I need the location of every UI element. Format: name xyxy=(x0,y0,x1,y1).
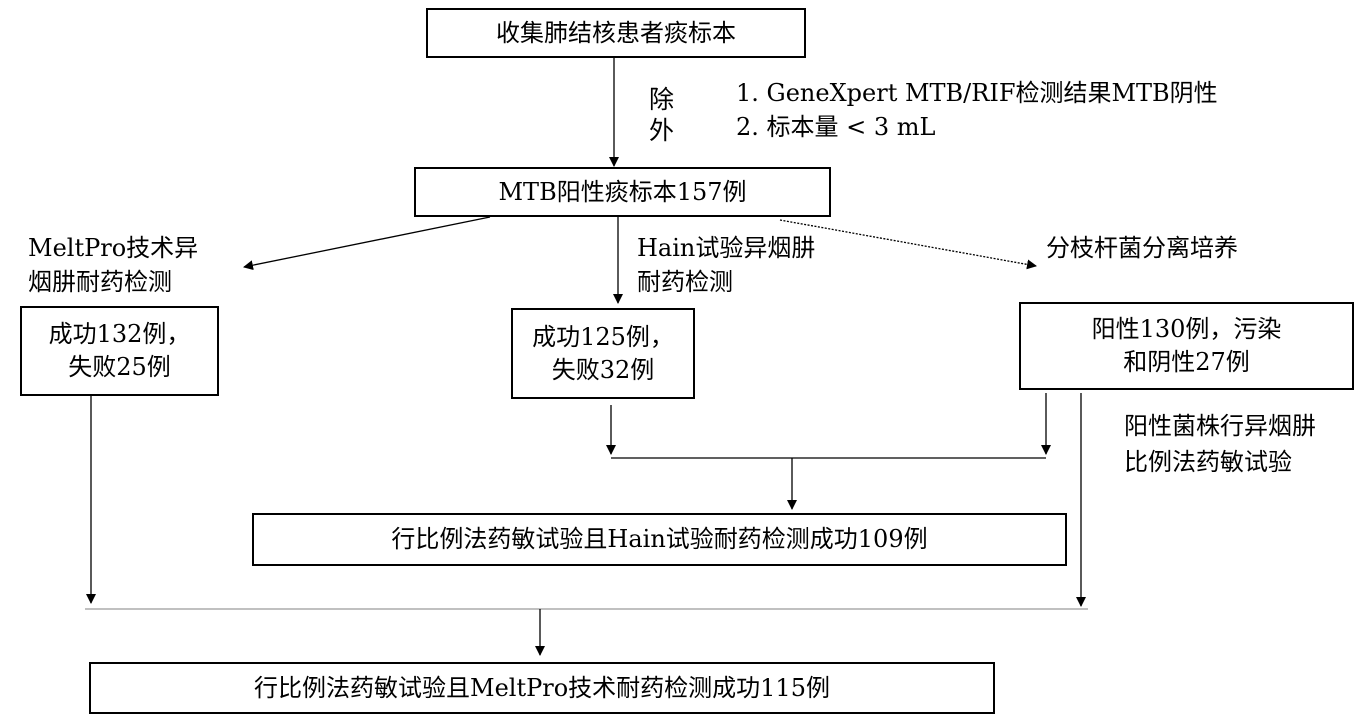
proportion-method-line-1: 阳性菌株行异烟肼 xyxy=(1124,412,1316,440)
culture-method-text: 分枝杆菌分离培养 xyxy=(1046,234,1238,262)
proportion-method-line-2: 比例法药敏试验 xyxy=(1124,448,1292,476)
hain-method-line-2: 耐药检测 xyxy=(637,268,733,296)
meltpro-fail-text: 失败25例 xyxy=(68,353,171,381)
hain-result-box: 成功125例， 失败32例 xyxy=(511,308,695,399)
exclude-char-2: 外 xyxy=(649,116,675,145)
meltpro-method-line-1: MeltPro技术异 xyxy=(28,234,199,262)
exclude-char-1: 除 xyxy=(649,85,675,114)
hain-method-line-1: Hain试验异烟肼 xyxy=(637,234,816,262)
hain-method-label: Hain试验异烟肼 耐药检测 xyxy=(637,231,815,299)
hain-final-text: 行比例法药敏试验且Hain试验耐药检测成功109例 xyxy=(391,525,928,553)
meltpro-method-label: MeltPro技术异 烟肼耐药检测 xyxy=(28,231,198,299)
proportion-method-label: 阳性菌株行异烟肼 比例法药敏试验 xyxy=(1124,408,1316,480)
exclusion-criterion-2: 2. 标本量 < 3 mL xyxy=(736,113,936,141)
meltpro-success-text: 成功132例， xyxy=(48,320,191,348)
hain-fail-text: 失败32例 xyxy=(551,355,655,384)
exclusion-criteria: 1. GeneXpert MTB/RIF检测结果MTB阴性 2. 标本量 < 3… xyxy=(736,76,1218,144)
meltpro-final-box: 行比例法药敏试验且MeltPro技术耐药检测成功115例 xyxy=(89,662,995,714)
culture-contaminated-text: 和阴性27例 xyxy=(1123,348,1250,376)
collect-sputum-text: 收集肺结核患者痰标本 xyxy=(496,18,736,47)
hain-success-text: 成功125例， xyxy=(532,322,674,351)
meltpro-final-text: 行比例法药敏试验且MeltPro技术耐药检测成功115例 xyxy=(254,673,830,702)
hain-final-box: 行比例法药敏试验且Hain试验耐药检测成功109例 xyxy=(252,513,1067,566)
positive-sample-text: MTB阳性痰标本157例 xyxy=(498,177,747,206)
exclude-label: 除 外 xyxy=(649,84,674,146)
exclusion-criterion-1: 1. GeneXpert MTB/RIF检测结果MTB阴性 xyxy=(736,79,1218,107)
arrow-to-culture xyxy=(779,219,1037,270)
arrow-to-meltpro xyxy=(243,216,491,271)
meltpro-result-box: 成功132例， 失败25例 xyxy=(20,306,219,396)
collect-sputum-box: 收集肺结核患者痰标本 xyxy=(426,8,806,58)
culture-method-label: 分枝杆菌分离培养 xyxy=(1046,232,1238,265)
meltpro-method-line-2: 烟肼耐药检测 xyxy=(28,268,172,296)
culture-positive-text: 阳性130例，污染 xyxy=(1091,315,1282,343)
positive-sample-box: MTB阳性痰标本157例 xyxy=(414,167,831,217)
culture-result-box: 阳性130例，污染 和阴性27例 xyxy=(1019,302,1354,390)
